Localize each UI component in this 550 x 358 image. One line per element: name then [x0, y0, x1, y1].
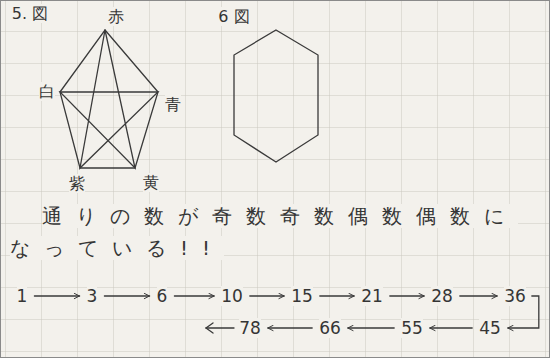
number-text: 45 [479, 318, 501, 338]
lead-arrow [206, 323, 234, 333]
arrow-connector [390, 295, 424, 296]
arrow-connector [430, 327, 472, 328]
label-text: 赤 [108, 7, 124, 26]
label-text: 通りの数が奇数奇数偶数偶数に なっている!! [10, 204, 518, 260]
number-text: 10 [221, 286, 243, 306]
vertex-label: 黄 [143, 173, 159, 193]
figure-heading: 6 図 [218, 7, 249, 27]
number-text: 15 [291, 286, 313, 306]
arrow-connector [460, 295, 497, 296]
number-node: 45 [476, 317, 504, 339]
number-text: 66 [319, 318, 341, 338]
number-text: 78 [239, 318, 261, 338]
number-text: 3 [87, 286, 98, 306]
vertex-label: 紫 [69, 174, 85, 194]
hexagon [234, 30, 318, 162]
number-node: 3 [84, 285, 101, 307]
number-node: 55 [398, 317, 426, 339]
number-node: 66 [316, 317, 344, 339]
arrow-connector [268, 327, 312, 328]
pentagon-star [60, 30, 158, 168]
number-node: 36 [501, 285, 529, 307]
number-node: 10 [218, 285, 246, 307]
arrow-connector [348, 327, 394, 328]
number-node: 28 [428, 285, 456, 307]
label-text: 5. 図 [12, 4, 48, 23]
number-text: 21 [361, 286, 383, 306]
number-node: 78 [236, 317, 264, 339]
vertex-label: 赤 [108, 7, 124, 27]
number-text: 36 [504, 286, 526, 306]
label-text: 6 図 [218, 7, 249, 26]
vertex-label: 青 [165, 95, 181, 115]
number-text: 55 [401, 318, 423, 338]
number-text: 6 [157, 286, 168, 306]
number-node: 6 [154, 285, 171, 307]
arrow-connector [34, 295, 79, 296]
number-node: 15 [288, 285, 316, 307]
label-text: 白 [39, 82, 55, 101]
label-text: 青 [165, 95, 181, 114]
number-text: 1 [17, 286, 28, 306]
arrow-connector [320, 295, 354, 296]
note-text: 通りの数が奇数奇数偶数偶数に なっている!! [10, 200, 540, 264]
arrow-connector [174, 295, 214, 296]
arrow-connector [104, 295, 149, 296]
label-text: 紫 [69, 174, 85, 193]
figure-heading: 5. 図 [12, 4, 48, 24]
arrow-connector [250, 295, 284, 296]
number-text: 28 [431, 286, 453, 306]
number-node: 1 [14, 285, 31, 307]
vertex-label: 白 [39, 82, 55, 102]
label-text: 黄 [143, 173, 159, 192]
number-node: 21 [358, 285, 386, 307]
